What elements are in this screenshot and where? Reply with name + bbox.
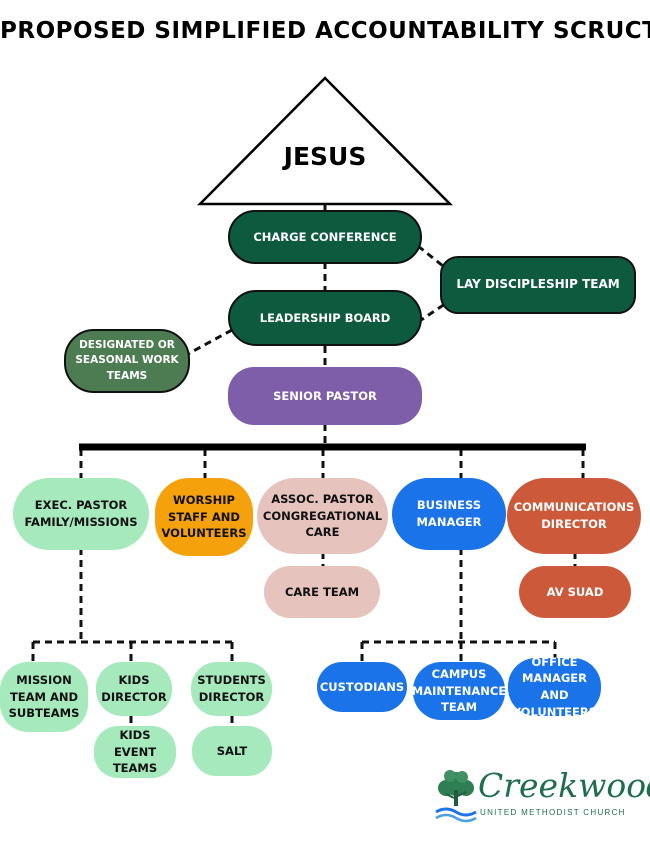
connector (417, 244, 449, 272)
students-director-node: STUDENTS DIRECTOR (191, 662, 272, 716)
lay-discipleship-team-node: LAY DISCIPLESHIP TEAM (440, 256, 636, 314)
creekwood-logo: Creekwood UNITED METHODIST CHURCH (434, 766, 650, 824)
kids-event-teams-node: KIDS EVENT TEAMS (94, 726, 176, 778)
charge-conference-node: CHARGE CONFERENCE (228, 210, 422, 264)
campus-maintenance-node: CAMPUS MAINTENANCE TEAM (412, 662, 506, 720)
office-manager-node: OFFICE MANAGER AND VOLUNTEERS (508, 655, 601, 719)
exec-pastor-node: EXEC. PASTOR FAMILY/MISSIONS (13, 478, 149, 550)
av-suad-node: AV SUAD (519, 566, 631, 618)
logo-subtitle: UNITED METHODIST CHURCH (480, 808, 626, 817)
kids-director-node: KIDS DIRECTOR (96, 662, 172, 716)
custodians-node: CUSTODIANS (317, 662, 407, 712)
care-team-node: CARE TEAM (264, 566, 380, 618)
connector (185, 328, 233, 357)
assoc-pastor-node: ASSOC. PASTOR CONGREGATIONAL CARE (257, 478, 388, 554)
jesus-triangle (196, 76, 454, 206)
worship-node: WORSHIP STAFF AND VOLUNTEERS (155, 478, 253, 556)
jesus-label: JESUS (283, 142, 367, 171)
mission-team-node: MISSION TEAM AND SUBTEAMS (0, 662, 88, 732)
salt-node: SALT (192, 726, 272, 776)
business-manager-node: BUSINESS MANAGER (392, 478, 506, 550)
leadership-board-node: LEADERSHIP BOARD (228, 290, 422, 346)
page-title: PROPOSED SIMPLIFIED ACCOUNTABILITY SCRUC… (0, 18, 650, 44)
tree-over-creek-icon (435, 770, 477, 823)
senior-pastor-node: SENIOR PASTOR (228, 367, 422, 425)
communications-director-node: COMMUNICATIONS DIRECTOR (507, 478, 641, 554)
designated-teams-node: DESIGNATED OR SEASONAL WORK TEAMS (64, 329, 190, 393)
logo-name: Creekwood (478, 766, 650, 805)
